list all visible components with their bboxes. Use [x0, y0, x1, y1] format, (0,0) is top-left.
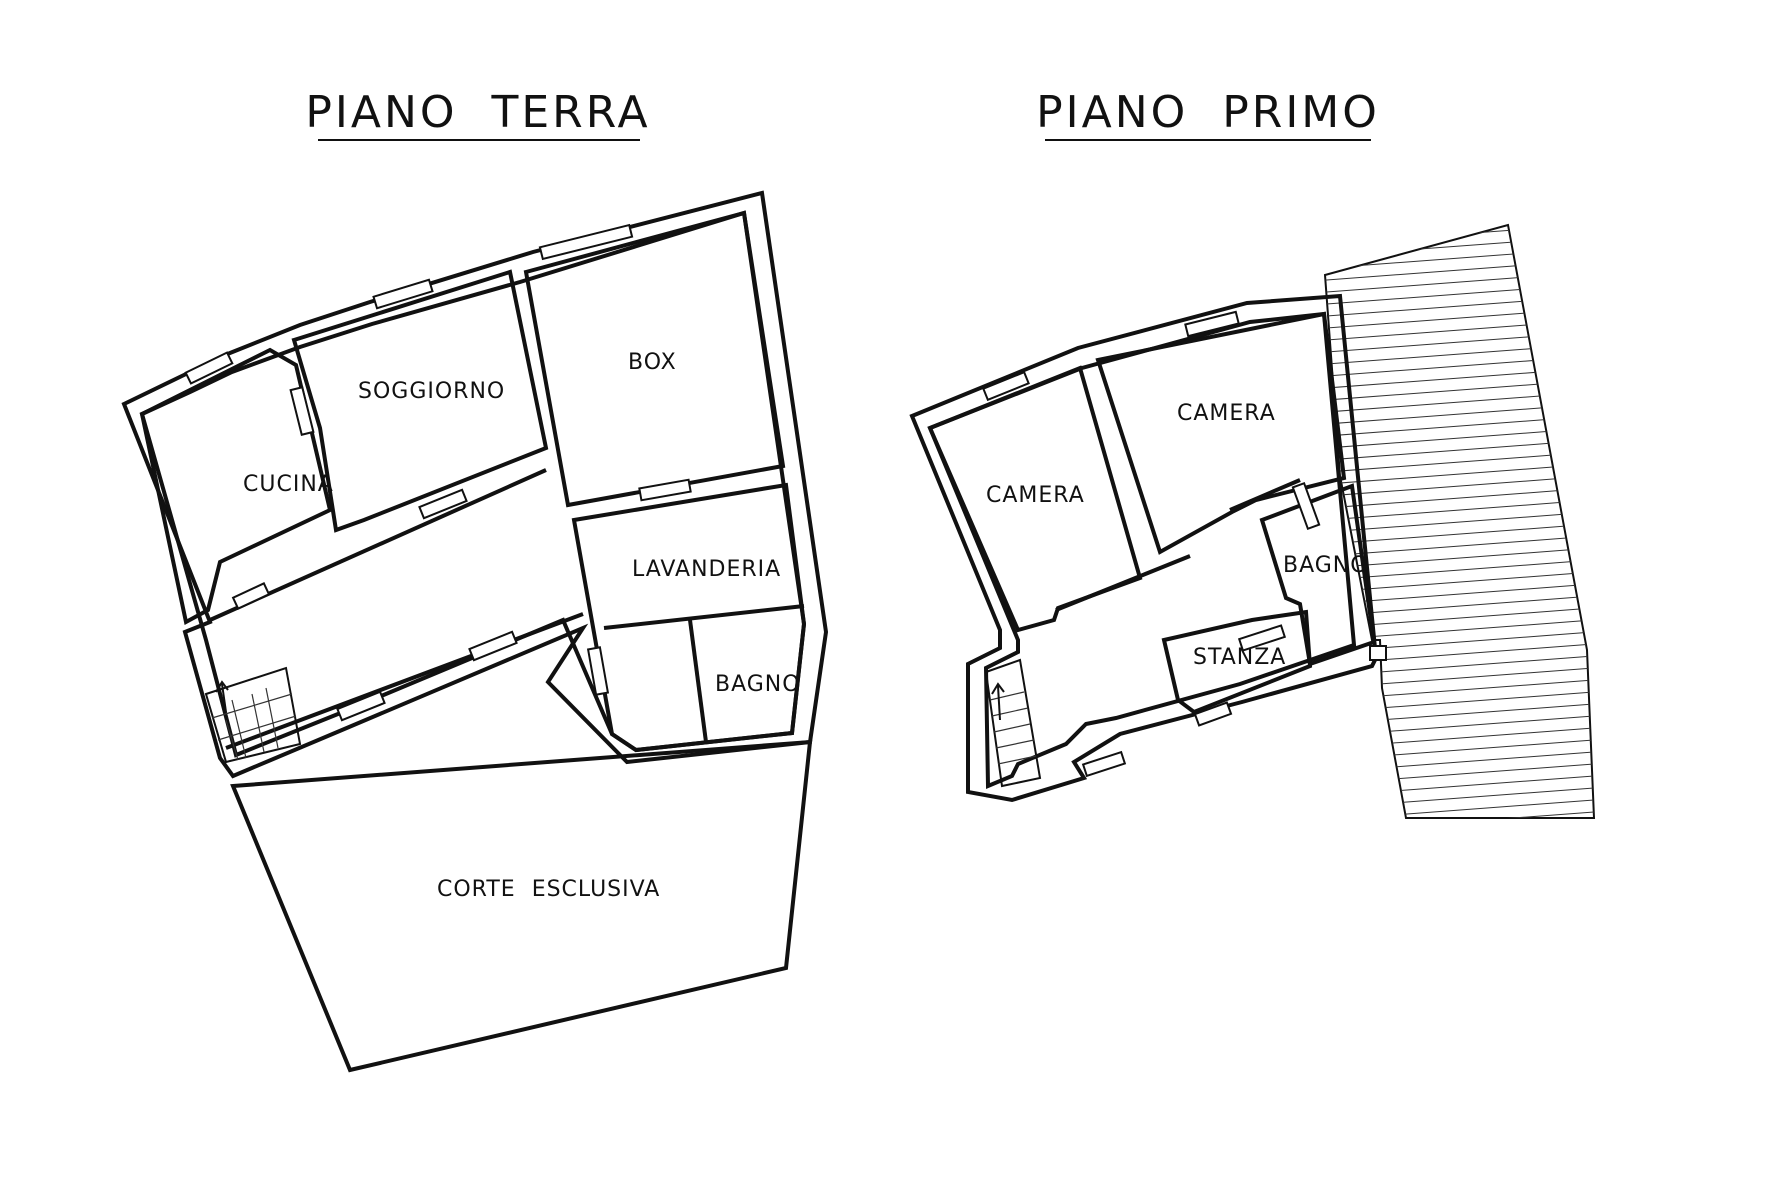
window: [1081, 750, 1127, 778]
hatch-line: [1325, 269, 1594, 295]
window: [982, 370, 1030, 402]
first-floor-plan: CAMERA CAMERA BAGNO STANZA: [909, 186, 1620, 882]
hatch-line: [1325, 225, 1594, 247]
hatch-line: [1300, 186, 1620, 210]
hatch-line: [1325, 617, 1594, 643]
hatch-line: [1325, 245, 1594, 271]
hatch-line: [1300, 846, 1620, 870]
hatch-line: [1325, 401, 1594, 427]
hatch-line: [1325, 665, 1594, 691]
room-label-soggiorno: SOGGIORNO: [358, 379, 505, 404]
hatch-line: [1300, 198, 1620, 222]
first-outer-wall: [909, 293, 1379, 803]
hatch-line: [1325, 773, 1594, 799]
hatch-line: [1325, 677, 1594, 703]
door-to-terrace: [1369, 645, 1387, 661]
hatch-line: [1325, 797, 1594, 818]
hatch-line: [1325, 689, 1594, 715]
hatch-line: [1325, 425, 1594, 451]
ground-floor-plan: CUCINA SOGGIORNO BOX LAVANDERIA BAGNO CO…: [121, 190, 829, 1073]
window: [538, 223, 634, 261]
hatch-line: [1325, 225, 1594, 235]
corte-esclusiva-boundary: [230, 739, 813, 1073]
bagno-partition-top: [1229, 478, 1301, 512]
hatch-line: [1325, 725, 1594, 751]
first-inner-wall: [927, 311, 1357, 789]
hatch-line: [1325, 809, 1594, 818]
hatch-line: [1325, 293, 1594, 319]
first-floor-title: PIANO PRIMO: [1036, 87, 1380, 138]
room-label-bagno-ground: BAGNO: [715, 672, 801, 697]
terrace-hatched-area: [1300, 186, 1620, 882]
ground-floor-title-group: PIANO TERRA: [305, 87, 650, 141]
window: [231, 582, 271, 610]
room-label-box: BOX: [628, 350, 677, 375]
window: [1193, 701, 1233, 727]
window: [1184, 310, 1240, 338]
hatch-line: [1325, 713, 1594, 739]
hatch-line: [1325, 437, 1594, 463]
hatch-line: [1325, 413, 1594, 439]
window: [418, 488, 468, 520]
window: [638, 478, 692, 502]
room-label-cucina: CUCINA: [243, 472, 334, 497]
window: [1237, 624, 1287, 652]
lavanderia-bagno-wall: [603, 604, 805, 630]
window: [372, 278, 434, 310]
room-label-corte-esclusiva: CORTE ESCLUSIVA: [437, 877, 660, 902]
window: [289, 386, 315, 436]
terrace-outline: [1323, 223, 1596, 819]
room-label-lavanderia: LAVANDERIA: [632, 557, 781, 582]
window: [184, 351, 234, 385]
room-label-stanza: STANZA: [1193, 645, 1286, 670]
window: [336, 690, 386, 722]
first-staircase: [984, 658, 1042, 788]
soggiorno-walls: [291, 269, 549, 533]
corridor-partition: [1055, 554, 1191, 612]
box-walls: [523, 210, 786, 508]
hatch-line: [1325, 701, 1594, 727]
room-label-camera-left: CAMERA: [986, 483, 1085, 508]
ground-floor-title: PIANO TERRA: [305, 87, 650, 138]
hatch-line: [1300, 858, 1620, 882]
room-label-bagno-first: BAGNO: [1283, 553, 1369, 578]
bagno-partition: [688, 619, 708, 743]
first-floor-title-group: PIANO PRIMO: [1036, 87, 1380, 141]
hatch-line: [1325, 257, 1594, 283]
ground-staircase: [204, 666, 302, 764]
hatch-line: [1325, 281, 1594, 307]
hatch-line: [1325, 521, 1594, 547]
window: [586, 646, 610, 696]
hatch-line: [1325, 749, 1594, 775]
hatch-line: [1325, 461, 1594, 487]
hatch-line: [1300, 822, 1620, 846]
room-label-camera-right: CAMERA: [1177, 401, 1276, 426]
hatch-line: [1325, 761, 1594, 787]
hatch-line: [1325, 785, 1594, 811]
lavanderia-walls: [571, 482, 807, 753]
hatch-line: [1325, 305, 1594, 331]
hatch-line: [1325, 317, 1594, 343]
hatch-line: [1300, 834, 1620, 858]
window: [1291, 481, 1321, 531]
terrace-hatching: [1300, 186, 1620, 882]
window: [468, 630, 518, 662]
stair-arrow-up-icon: [997, 685, 1001, 721]
hatch-line: [1325, 605, 1594, 631]
stair-outline: [984, 658, 1042, 788]
hatch-line: [1325, 329, 1594, 355]
cucina-walls: [139, 347, 333, 626]
ground-outer-wall: [121, 190, 829, 779]
stair-arrow-up-icon: [221, 683, 227, 713]
hatch-line: [1325, 449, 1594, 475]
hatch-line: [1325, 737, 1594, 763]
stair-arrowhead-icon: [991, 682, 1005, 695]
stair-arrowhead-icon: [215, 680, 229, 693]
stanza-walls: [1161, 609, 1313, 715]
corridor-lower-wall: [225, 612, 584, 750]
